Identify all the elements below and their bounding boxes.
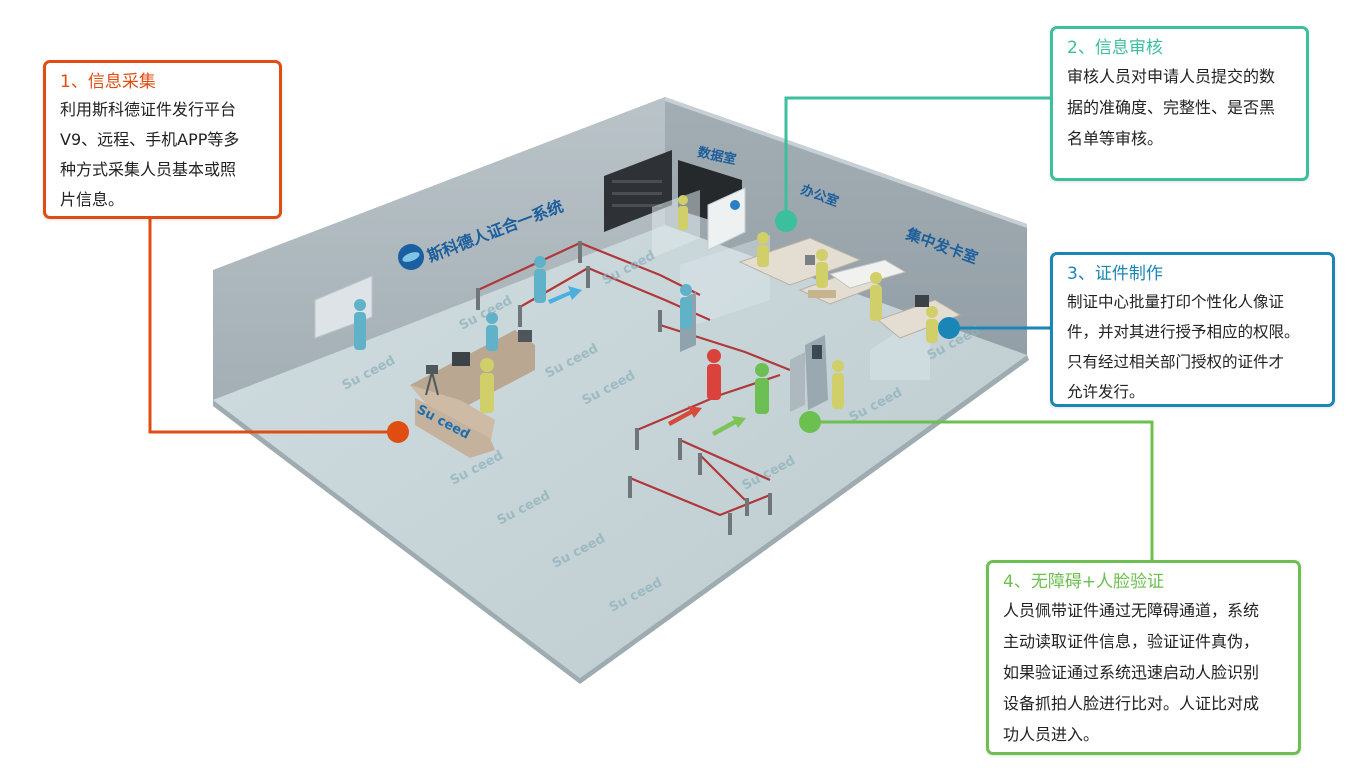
- step-card-collection: 1、信息采集 利用斯科德证件发行平台 V9、远程、手机APP等多 种方式采集人员…: [43, 60, 282, 219]
- server-room: [604, 150, 746, 258]
- floor-arrow-green-icon: [712, 416, 746, 436]
- floor-arrow-icon: [548, 286, 582, 304]
- people: [354, 195, 938, 414]
- marker-step2: [775, 210, 797, 232]
- step-title: 1、信息采集: [60, 72, 156, 92]
- step-line: 审核人员对申请人员提交的数: [1067, 67, 1276, 86]
- step-card-review: 2、信息审核 审核人员对申请人员提交的数 据的准确度、完整性、是否黑 名单等审核…: [1050, 26, 1309, 181]
- wall-poster: [314, 275, 373, 339]
- step-line: 据的准确度、完整性、是否黑: [1067, 98, 1276, 117]
- chart-board-icon: [730, 200, 740, 210]
- camera-tripod: [425, 365, 439, 396]
- reception-desk: Su ceed: [410, 330, 535, 458]
- marker-step3: [938, 317, 960, 339]
- step-line: 允许发行。: [1067, 383, 1145, 401]
- right-wall: [665, 97, 1027, 355]
- step-line: 如果验证通过系统迅速启动人脸识别: [1003, 663, 1260, 682]
- connector-step2: [784, 96, 1050, 220]
- step-line: 主动读取证件信息，验证证件真伪，: [1003, 632, 1260, 651]
- marker-step1: [387, 421, 409, 443]
- step-line: V9、远程、手机APP等多: [60, 130, 240, 149]
- connector-step1: [148, 218, 398, 434]
- step-title: 3、证件制作: [1067, 264, 1163, 284]
- stanchion-posts: [476, 241, 772, 535]
- step-card-verification: 4、无障碍+人脸验证 人员佩带证件通过无障碍通道，系统 主动读取证件信息，验证证…: [986, 560, 1301, 755]
- step-line: 只有经过相关部门授权的证件才: [1067, 353, 1285, 371]
- step-line: 功人员进入。: [1003, 725, 1100, 744]
- step-line: 种方式采集人员基本或照: [60, 160, 237, 179]
- step-line: 制证中心批量打印个性化人像证: [1067, 293, 1285, 311]
- right-wall-top: [665, 97, 1027, 228]
- step-line: 件，并对其进行授予相应的权限。: [1067, 323, 1300, 341]
- office-desks: [738, 237, 962, 339]
- step-line: 片信息。: [60, 190, 125, 209]
- connector-step4: [810, 420, 1154, 560]
- room-label-data: 数据室: [696, 144, 737, 168]
- floor-arrow-red-icon: [668, 406, 702, 426]
- step-line: 人员佩带证件通过无障碍通道，系统: [1003, 601, 1260, 620]
- step-title: 2、信息审核: [1067, 38, 1163, 58]
- step-line: 利用斯科德证件发行平台: [60, 100, 237, 119]
- step-line: 名单等审核。: [1067, 129, 1164, 148]
- office-partition: [680, 235, 770, 330]
- marker-step4: [799, 411, 821, 433]
- step-title: 4、无障碍+人脸验证: [1003, 572, 1165, 592]
- step-line: 设备抓拍人脸进行比对。人证比对成: [1003, 694, 1260, 713]
- step-card-production: 3、证件制作 制证中心批量打印个性化人像证 件，并对其进行授予相应的权限。 只有…: [1050, 252, 1335, 407]
